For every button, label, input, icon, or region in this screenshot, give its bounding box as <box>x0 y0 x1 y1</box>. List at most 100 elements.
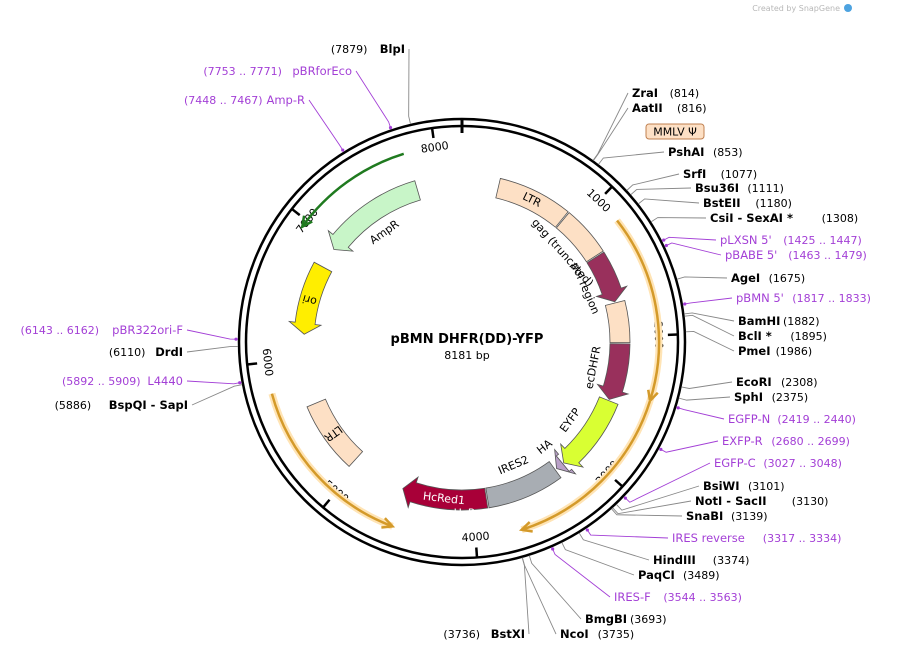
site-name: SphI <box>734 390 763 404</box>
site-paqci[interactable]: PaqCI(3489) <box>638 568 720 582</box>
site-pbr322ori-f[interactable]: pBR322ori-F(6143 .. 6162) <box>21 323 183 337</box>
site-position: (1077) <box>721 168 758 181</box>
primer-marker <box>238 381 242 385</box>
site-ires-reverse[interactable]: IRES reverse (3317 .. 3334) <box>672 531 841 545</box>
site-pshai[interactable]: PshAI(853) <box>668 145 743 159</box>
site-position: (2680 .. 2699) <box>771 435 850 448</box>
site-position: (2419 .. 2440) <box>777 413 856 426</box>
feature-ampr <box>327 180 421 252</box>
site-name: pBRforEco <box>292 64 352 78</box>
site-pmei[interactable]: PmeI(1986) <box>738 344 812 358</box>
site-noti-sacii[interactable]: NotI - SacII(3130) <box>695 494 828 508</box>
primer-marker <box>585 528 589 532</box>
site-position: (816) <box>677 102 707 115</box>
site-pbrforeco[interactable]: pBRforEco(7753 .. 7771) <box>203 64 352 78</box>
site-name: HindIII <box>653 553 696 567</box>
site-name: SnaBI <box>686 509 723 523</box>
feature-ha <box>554 448 577 475</box>
site-leader <box>551 547 611 598</box>
site-snabi[interactable]: SnaBI(3139) <box>686 509 768 523</box>
mlv-psi-label: MMLV Ψ <box>653 126 697 139</box>
site-leader <box>684 312 735 322</box>
site-bsu36i[interactable]: Bsu36I(1111) <box>695 181 784 195</box>
site-name: BmgBI <box>585 612 627 626</box>
arcs-layer <box>268 152 663 534</box>
site-bsteii[interactable]: BstEII(1180) <box>703 196 792 210</box>
site-name: Bsu36I <box>695 181 739 195</box>
site-ires-f[interactable]: IRES-F(3544 .. 3563) <box>614 590 742 604</box>
site-l4440[interactable]: L4440(5892 .. 5909) <box>62 374 183 388</box>
site-pbmn-5[interactable]: pBMN 5'(1817 .. 1833) <box>736 291 871 305</box>
site-exfp-r[interactable]: EXFP-R(2680 .. 2699) <box>722 434 850 448</box>
site-blpi[interactable]: BlpI(7879) <box>331 42 405 56</box>
site-position: (814) <box>670 87 700 100</box>
arc-arrowhead <box>300 215 313 229</box>
site-name: AgeI <box>731 271 760 285</box>
site-zrai[interactable]: ZraI (814) <box>632 86 699 100</box>
site-leader <box>611 508 683 517</box>
site-name: ZraI <box>632 86 658 100</box>
site-position: (6110) <box>109 346 146 359</box>
site-leader <box>681 381 733 389</box>
site-name: BclI * <box>738 329 772 343</box>
site-name: AatII <box>632 101 663 115</box>
site-agei[interactable]: AgeI(1675) <box>731 271 805 285</box>
mlv-psi-box: MMLV Ψ <box>645 123 705 140</box>
site-bmgbi[interactable]: BmgBI(3693) <box>585 612 667 626</box>
site-bamhi[interactable]: BamHI(1882) <box>738 314 820 328</box>
feature-label: ori <box>301 292 318 308</box>
site-name: pBABE 5' <box>725 248 777 262</box>
site-position: (6143 .. 6162) <box>21 324 100 337</box>
site-name: SrfI <box>683 167 706 181</box>
site-position: (1986) <box>776 345 813 358</box>
arc-line <box>521 400 652 531</box>
site-name: BstEII <box>703 196 741 210</box>
site-egfp-c[interactable]: EGFP-C(3027 .. 3048) <box>714 456 842 470</box>
site-position: (1308) <box>822 212 859 225</box>
site-labels-layer: ZraI(814)AatII(816)PshAI(853)SrfI(1077)B… <box>21 42 871 641</box>
feature-label-hcred1-2: HcRed1 <box>454 506 496 519</box>
site-drdi[interactable]: DrdI(6110) <box>109 345 183 359</box>
site-amp-r[interactable]: Amp-R(7448 .. 7467) <box>184 93 305 107</box>
site-leader <box>308 99 345 152</box>
site-position: (1463 .. 1479) <box>788 249 867 262</box>
plasmid-center: pBMN DHFR(DD)-YFP 8181 bp <box>391 332 544 362</box>
site-leader <box>630 187 692 196</box>
site-name: EGFP-C <box>714 456 756 470</box>
site-bcli[interactable]: BclI *(1895) <box>738 329 827 343</box>
site-egfp-n[interactable]: EGFP-N(2419 .. 2440) <box>728 412 856 426</box>
arc-arrowhead <box>381 517 396 529</box>
site-position: (7879) <box>331 43 368 56</box>
site-position: (5886) <box>55 399 92 412</box>
site-name: IRES reverse <box>672 531 745 545</box>
site-name: NotI - SacII <box>695 494 767 508</box>
tick-mark <box>614 478 624 488</box>
tick-mark <box>322 498 331 509</box>
site-plxsn-5[interactable]: pLXSN 5'(1425 .. 1447) <box>720 233 862 247</box>
site-position: (1882) <box>783 315 820 328</box>
site-aatii[interactable]: AatII (816) <box>632 101 707 115</box>
site-sphi[interactable]: SphI(2375) <box>734 390 808 404</box>
site-bstxi[interactable]: BstXI(3736) <box>443 627 525 641</box>
site-name: EcoRI <box>736 375 772 389</box>
site-ncoi[interactable]: NcoI(3735) <box>560 627 634 641</box>
site-bspqi-sapi[interactable]: BspQI - SapI (5886) <box>55 398 188 412</box>
site-name: BspQI - SapI <box>109 398 188 412</box>
site-leader <box>521 557 530 635</box>
site-position: (7448 .. 7467) <box>184 94 263 107</box>
site-bsiwi[interactable]: BsiWI(3101) <box>703 479 785 493</box>
site-position: (3317 .. 3334) <box>763 532 842 545</box>
site-ecori[interactable]: EcoRI(2308) <box>736 375 818 389</box>
site-name: IRES-F <box>614 590 651 604</box>
feature-ltr <box>306 398 364 467</box>
site-position: (3489) <box>683 569 720 582</box>
site-pbabe-5[interactable]: pBABE 5' (1463 .. 1479) <box>725 248 867 262</box>
primer-marker <box>234 337 238 341</box>
site-leader <box>678 396 731 401</box>
site-leader <box>612 500 692 515</box>
site-name: BamHI <box>738 314 780 328</box>
site-csii-sexai[interactable]: CsiI - SexAI *(1308) <box>710 211 858 225</box>
feature-label: IRES2 <box>496 453 530 477</box>
site-srfi[interactable]: SrfI (1077) <box>683 167 757 181</box>
site-hindiii[interactable]: HindIII(3374) <box>653 553 749 567</box>
